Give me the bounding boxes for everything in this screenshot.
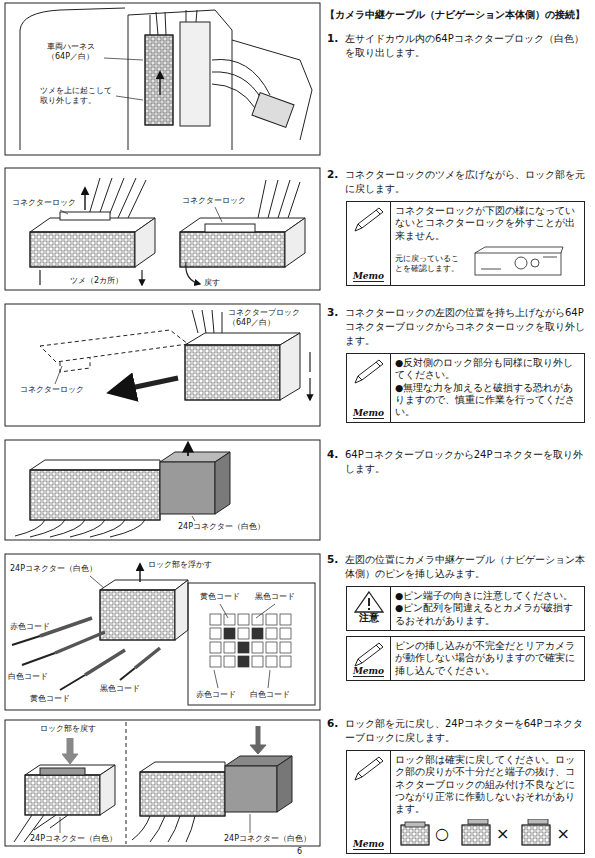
ok-ng-mark: ○ bbox=[435, 824, 449, 845]
part-label: コネクターブロック （64P／白） bbox=[228, 308, 304, 328]
step-text: ロック部を元に戻し、24Pコネクターを64Pコネクターブロックに戻します。 bbox=[345, 717, 590, 745]
part-label: コネクターロック bbox=[12, 198, 76, 208]
figure-frame bbox=[5, 168, 320, 290]
memo-text: ピンの挿し込みが不完全だとリアカメラが動作しない場合がありますので確実に挿し込ん… bbox=[395, 640, 580, 677]
wire-label: 黄色コード bbox=[200, 592, 240, 602]
memo-text: ●無理な力を加えると破損する恐れがありますので、慎重に作業を行ってください。 bbox=[395, 382, 580, 419]
figure-frame bbox=[5, 440, 320, 540]
figure-frame bbox=[5, 3, 320, 155]
step-text: 左図の位置にカメラ中継ケーブル（ナビゲーション本体側）のピンを挿し込みます。 bbox=[345, 553, 590, 581]
connector-picture bbox=[399, 819, 433, 850]
memo-icon: Memo bbox=[347, 637, 391, 680]
section-title: 【カメラ中継ケーブル（ナビゲーション本体側）の接続】 bbox=[325, 9, 585, 22]
step-number: 6. bbox=[327, 717, 338, 730]
caution-word: 注意 bbox=[359, 611, 379, 625]
memo-text: ●ピン端子の向きに注意してください。 bbox=[395, 590, 580, 602]
connector-picture bbox=[520, 819, 554, 850]
memo-box: Memo ●反対側のロック部分も同様に取り外してください。●無理な力を加えると破損… bbox=[346, 353, 585, 423]
wire-label: 黄色コード bbox=[30, 694, 70, 704]
ok-ng-mark: × bbox=[496, 824, 509, 845]
memo-box: Memo コネクターロックが下図の様になっていないとコネクターロックを外すことが出… bbox=[346, 201, 585, 286]
part-label: 24Pコネクター（白色） bbox=[30, 834, 117, 844]
memo-icon: Memo bbox=[347, 202, 391, 285]
figure-frame bbox=[5, 304, 320, 426]
connector-picture bbox=[460, 819, 494, 850]
part-label: 車両ハーネス （64P／白） bbox=[47, 42, 103, 62]
wire-label: 白色コード bbox=[250, 690, 290, 700]
pin-layout-grid bbox=[210, 614, 291, 667]
memo-word: Memo bbox=[353, 666, 384, 677]
step-text: 左サイドカウル内の64Pコネクターブロック（白色）を取り出します。 bbox=[345, 32, 590, 60]
part-label: ロック部を戻す bbox=[40, 724, 96, 734]
connector-lock-figure bbox=[30, 178, 305, 285]
memo-text: ●反対側のロック部分も同様に取り外してください。 bbox=[395, 357, 580, 382]
pin-insertion-figure bbox=[12, 564, 315, 705]
memo-word: Memo bbox=[353, 408, 384, 419]
part-label: 戻す bbox=[204, 278, 220, 288]
memo-text: ロック部は確実に戻してください。ロック部の戻りが不十分だと端子の抜け、コネクター… bbox=[395, 754, 580, 816]
memo-word: Memo bbox=[353, 271, 384, 282]
step-number: 2. bbox=[327, 168, 338, 181]
memo-icon: Memo bbox=[347, 354, 391, 422]
caution-box: 注意 ●ピン端子の向きに注意してください。●ピン配列を間違えるとカメラが破損するお… bbox=[346, 586, 585, 631]
side-cowl bbox=[20, 8, 312, 150]
picture-caption: 元に戻っていることを確認します。 bbox=[395, 254, 465, 273]
part-label: 24Pコネクター（白色） bbox=[224, 834, 311, 844]
part-label: ロック部を浮かす bbox=[148, 560, 212, 570]
step-text: コネクターロックの左図の位置を持ち上げながら64Pコネクターブロックからコネクタ… bbox=[345, 306, 590, 348]
wire-label: 黒色コード bbox=[100, 684, 140, 694]
part-label: コネクターロック bbox=[20, 385, 84, 395]
step-number: 5. bbox=[327, 553, 338, 566]
memo-box: Memo ロック部は確実に戻してください。ロック部の戻りが不十分だと端子の抜け、コ… bbox=[346, 750, 585, 854]
reinstall-figure bbox=[14, 722, 292, 844]
ok-ng-mark: × bbox=[556, 824, 569, 845]
part-label: ツメを上に起こして 取り外します。 bbox=[40, 86, 114, 106]
step-number: 3. bbox=[327, 306, 338, 319]
step-text: コネクターロックのツメを広げながら、ロック部を元に戻します。 bbox=[345, 168, 590, 196]
part-label: 24Pコネクター（白色） bbox=[10, 564, 97, 574]
lock-picture bbox=[471, 245, 567, 282]
memo-icon: 注意 bbox=[347, 587, 391, 630]
memo-word: Memo bbox=[353, 839, 384, 850]
memo-box: Memo ピンの挿し込みが不完全だとリアカメラが動作しない場合がありますので確実に… bbox=[346, 636, 585, 681]
step-number: 1. bbox=[327, 32, 338, 45]
part-label: ツメ（2カ所） bbox=[70, 276, 123, 286]
wire-label: 黒色コード bbox=[255, 592, 295, 602]
part-label: コネクターロック bbox=[182, 196, 246, 206]
step-number: 4. bbox=[327, 448, 338, 461]
wire-label: 赤色コード bbox=[10, 622, 50, 632]
figure-frame bbox=[5, 554, 320, 710]
part-label: 24Pコネクター（白色） bbox=[178, 522, 265, 532]
memo-text: ●ピン配列を間違えるとカメラが破損するおそれがあります。 bbox=[395, 602, 580, 627]
wire-label: 赤色コード bbox=[196, 690, 236, 700]
figure-frame bbox=[5, 720, 320, 846]
memo-icon: Memo bbox=[347, 751, 391, 853]
step-text: 64Pコネクターブロックから24Pコネクターを取り外します。 bbox=[345, 448, 590, 476]
wire-label: 白色コード bbox=[8, 672, 48, 682]
page-number: 6 bbox=[297, 847, 302, 857]
memo-text: コネクターロックが下図の様になっていないとコネクターロックを外すことが出来ません… bbox=[395, 205, 580, 242]
